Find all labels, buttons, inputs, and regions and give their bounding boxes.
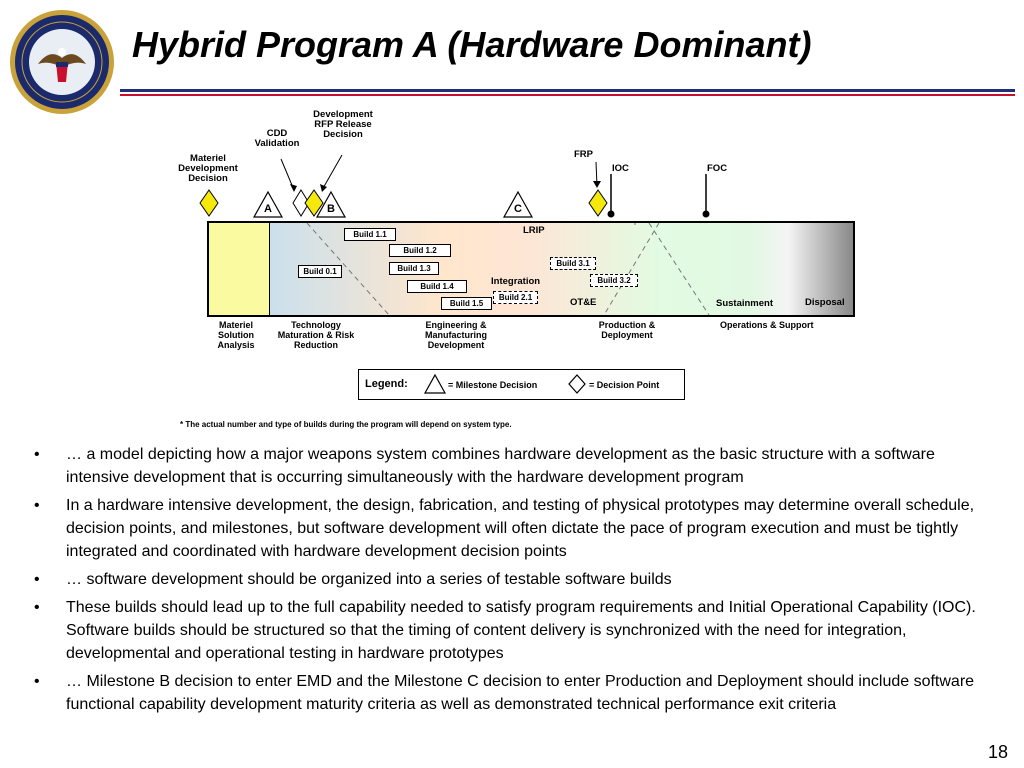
label-disposal: Disposal bbox=[805, 297, 845, 308]
label-integration: Integration bbox=[491, 276, 541, 287]
bullet-symbol: • bbox=[34, 497, 40, 514]
legend-diamond-icon bbox=[568, 374, 586, 394]
bullet-text: In a hardware intensive development, the… bbox=[66, 497, 975, 560]
build-2-1: Build 2.1 bbox=[493, 291, 538, 304]
label-ote: OT&E bbox=[570, 297, 597, 308]
phase-boundary-dashes bbox=[306, 223, 710, 315]
label-sustainment: Sustainment bbox=[716, 298, 774, 309]
title-rule-red bbox=[120, 94, 1015, 96]
milestone-triangle-b bbox=[315, 190, 347, 218]
bullet-item: • In a hardware intensive development, th… bbox=[34, 494, 994, 563]
bullet-symbol: • bbox=[34, 599, 40, 616]
label-development-rfp-release-decision: Development RFP Release Decision bbox=[313, 109, 373, 140]
page-title: Hybrid Program A (Hardware Dominant) bbox=[132, 24, 812, 65]
bullet-symbol: • bbox=[34, 673, 40, 690]
dod-seal-logo bbox=[10, 10, 114, 114]
label-lrip: LRIP bbox=[523, 225, 545, 236]
timeline-graphics bbox=[199, 154, 710, 218]
decision-point-diamond-frp bbox=[588, 189, 608, 217]
milestone-a-label: A bbox=[264, 203, 272, 215]
build-1-4: Build 1.4 bbox=[407, 280, 467, 293]
milestone-triangle-c bbox=[502, 190, 534, 218]
label-ioc: IOC bbox=[612, 163, 629, 174]
build-0-1: Build 0.1 bbox=[298, 265, 342, 278]
legend-label: Legend: bbox=[365, 378, 408, 390]
legend-decision-text: = Decision Point bbox=[589, 380, 660, 390]
build-3-1: Build 3.1 bbox=[550, 257, 596, 270]
bullet-item: • … software development should be organi… bbox=[34, 568, 994, 591]
bullet-text: … Milestone B decision to enter EMD and … bbox=[66, 673, 975, 713]
build-1-3: Build 1.3 bbox=[389, 262, 439, 275]
bullet-item: • These builds should lead up to the full… bbox=[34, 596, 994, 665]
build-1-1: Build 1.1 bbox=[344, 228, 396, 241]
phase-label-pd: Production & Deployment bbox=[598, 320, 656, 340]
bullet-text: … software development should be organiz… bbox=[66, 571, 672, 588]
legend-box: Legend: = Milestone Decision = Decision … bbox=[358, 369, 685, 400]
bullet-symbol: • bbox=[34, 446, 40, 463]
bullet-item: • … a model depicting how a major weapons… bbox=[34, 443, 994, 489]
page-number: 18 bbox=[987, 742, 1008, 762]
label-cdd-validation: CDD Validation bbox=[254, 128, 300, 149]
legend-triangle-icon bbox=[423, 373, 447, 394]
phase-label-tmrr: Technology Maturation & Risk Reduction bbox=[277, 320, 355, 350]
legend-milestone-text: = Milestone Decision bbox=[448, 380, 538, 390]
milestone-c-label: C bbox=[514, 203, 522, 215]
bullet-item: • … Milestone B decision to enter EMD and… bbox=[34, 670, 994, 716]
bullet-symbol: • bbox=[34, 571, 40, 588]
milestone-b-label: B bbox=[327, 203, 335, 215]
phase-label-msa: Materiel Solution Analysis bbox=[217, 320, 255, 350]
decision-point-diamond-cdd bbox=[292, 189, 310, 217]
label-materiel-development-decision: Materiel Development Decision bbox=[178, 153, 238, 184]
title-rule-blue bbox=[120, 89, 1015, 92]
decision-point-diamond-mdd bbox=[199, 189, 219, 217]
build-3-2: Build 3.2 bbox=[590, 274, 638, 287]
build-1-5: Build 1.5 bbox=[441, 297, 492, 310]
label-frp: FRP bbox=[574, 149, 593, 160]
msa-phase-block bbox=[209, 223, 270, 315]
phase-label-os: Operations & Support bbox=[720, 320, 814, 330]
bullet-text: … a model depicting how a major weapons … bbox=[66, 446, 935, 486]
bullet-text: These builds should lead up to the full … bbox=[66, 599, 976, 662]
phase-label-emd: Engineering & Manufacturing Development bbox=[425, 320, 487, 350]
milestone-triangle-a bbox=[252, 190, 284, 218]
footnote: * The actual number and type of builds d… bbox=[180, 420, 512, 429]
decision-point-diamond-rfp bbox=[304, 189, 324, 217]
bullet-list: • … a model depicting how a major weapons… bbox=[34, 443, 994, 721]
build-1-2: Build 1.2 bbox=[389, 244, 451, 257]
label-foc: FOC bbox=[707, 163, 728, 174]
